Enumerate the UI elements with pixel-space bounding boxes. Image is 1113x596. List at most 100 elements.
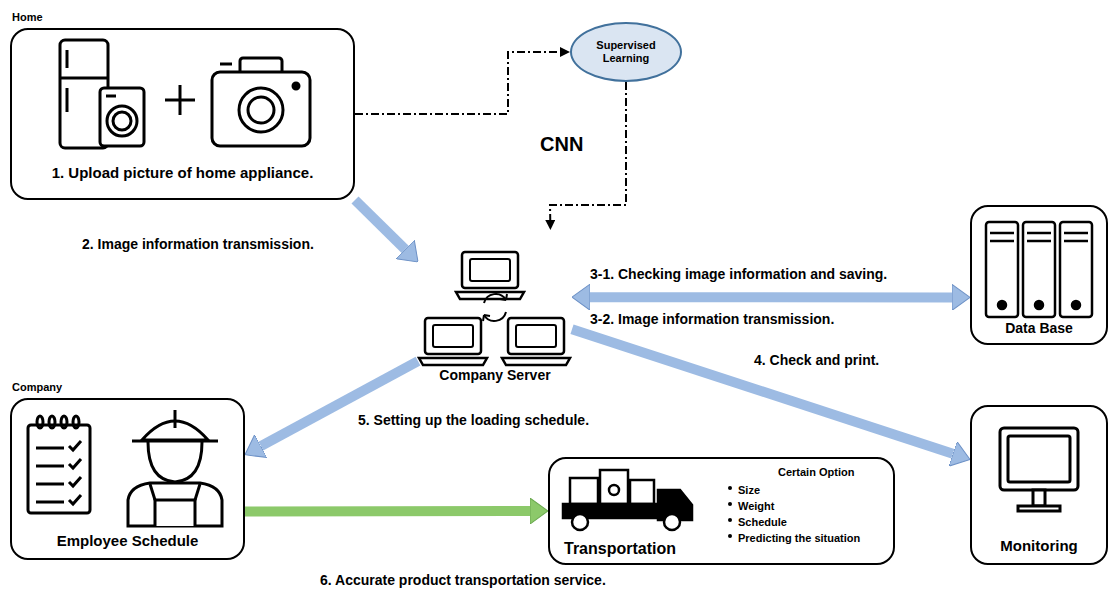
- worker-icon: [132, 440, 218, 443]
- group-heading: Company: [12, 380, 62, 394]
- edge-label: 6. Accurate product transportation servi…: [318, 572, 608, 588]
- bullet-dots: [728, 502, 732, 506]
- clipboard-icon: [69, 459, 81, 468]
- washer-icon: [100, 88, 144, 146]
- worker-icon: [128, 483, 222, 526]
- truck-icon: [570, 478, 598, 504]
- server-icon: [419, 252, 570, 365]
- method-label: CNN: [538, 132, 585, 156]
- learning-ellipse: Supervised Learning: [570, 22, 682, 82]
- node-text: Certain Option: [778, 465, 854, 479]
- connector-arrow: [355, 200, 405, 249]
- database-icon: [1064, 240, 1088, 243]
- server-icon: [419, 318, 487, 365]
- worker-icon: [128, 410, 222, 526]
- node-text: Size: [738, 483, 760, 497]
- database-icon: [998, 301, 1006, 309]
- fridge-icon: [60, 77, 108, 80]
- node-text: Transportation: [564, 542, 676, 556]
- clipboard-icon: [69, 495, 81, 504]
- connector-arrow: [355, 52, 560, 114]
- worker-icon: [195, 484, 200, 500]
- washer-icon: [106, 95, 116, 98]
- camera-icon: [212, 72, 310, 146]
- bullet-dots: [728, 518, 732, 522]
- database-icon: [986, 222, 1018, 317]
- clipboard-icon: [28, 425, 90, 513]
- monitoring-box: Monitoring: [970, 405, 1108, 565]
- node-text: Data Base: [1005, 321, 1073, 335]
- edge-label: 4. Check and print.: [752, 352, 881, 368]
- truck-icon: [609, 485, 619, 495]
- truck-icon: [664, 514, 680, 530]
- clipboard-icon: [36, 447, 64, 450]
- server-icon: [484, 312, 506, 321]
- node-text: Weight: [738, 499, 774, 513]
- clipboard-icon: [28, 416, 90, 513]
- truck-icon: [563, 470, 692, 530]
- connector-arrow: [261, 361, 418, 446]
- connector-arrow: [245, 506, 530, 516]
- clipboard-icon: [73, 416, 79, 428]
- home-box: Home1. Upload picture of home appliance.: [10, 28, 355, 200]
- database-icon: [1035, 301, 1043, 309]
- node-text: Supervised Learning: [582, 39, 670, 65]
- bullet-dots: [728, 486, 732, 538]
- washer-icon: [107, 106, 137, 136]
- server-icon: [456, 252, 524, 299]
- connector-arrow: [572, 329, 953, 454]
- connector-arrow: [590, 292, 952, 302]
- database-icon: [986, 222, 1092, 317]
- camera-icon: [212, 58, 310, 146]
- edge-label: 2. Image information transmission.: [80, 236, 316, 252]
- camera-icon: [248, 97, 274, 123]
- node-text: Predicting the situation: [738, 531, 860, 545]
- worker-icon: [155, 500, 195, 526]
- node-text: Schedule: [738, 515, 787, 529]
- fridge-icon: [66, 88, 69, 112]
- worker-icon: [174, 410, 177, 428]
- worker-icon: [148, 442, 202, 482]
- bullet-dots: [728, 534, 732, 538]
- database-icon: [1027, 232, 1051, 235]
- clipboard-icon: [36, 483, 64, 486]
- monitor-icon: [1000, 428, 1078, 511]
- plus-sign: [165, 85, 195, 115]
- truck-icon: [600, 470, 628, 504]
- database-icon: [1064, 232, 1088, 235]
- clipboard-icon: [61, 416, 67, 428]
- edge-label: 3-2. Image information transmission.: [588, 310, 836, 328]
- washer-icon: [100, 88, 144, 146]
- server-icon: [483, 315, 490, 321]
- transport-box: Transportation Certain OptionSizeWeightSc…: [548, 457, 895, 565]
- monitor-icon: [1000, 428, 1078, 490]
- database-icon: [1060, 222, 1092, 317]
- node-text: Monitoring: [1000, 539, 1077, 553]
- node-text: 1. Upload picture of home appliance.: [52, 166, 314, 180]
- clipboard-icon: [49, 416, 55, 428]
- clipboard-icon: [69, 441, 81, 450]
- node-text: Employee Schedule: [57, 534, 199, 548]
- monitor-icon: [1033, 490, 1045, 506]
- monitor-icon: [1008, 436, 1070, 482]
- server-icon: [484, 294, 506, 303]
- plus-sign: [179, 85, 182, 115]
- truck-icon: [572, 514, 588, 530]
- database-icon: [1072, 301, 1080, 309]
- database-icon: [990, 240, 1014, 243]
- server-icon: [500, 294, 507, 300]
- monitor-icon: [1018, 506, 1060, 511]
- clipboard-icon: [37, 416, 43, 428]
- truck-icon: [630, 480, 654, 504]
- camera-icon: [239, 88, 283, 132]
- clipboard-icon: [36, 501, 64, 504]
- clipboard-icon: [36, 465, 64, 468]
- database-icon: [1023, 222, 1055, 317]
- node-text: Company Server: [439, 368, 550, 382]
- edge-label: 3-1. Checking image information and savi…: [588, 266, 889, 282]
- server-icon: [502, 318, 570, 365]
- database-icon: [1027, 240, 1051, 243]
- worker-icon: [150, 484, 155, 500]
- camera-icon: [293, 83, 299, 89]
